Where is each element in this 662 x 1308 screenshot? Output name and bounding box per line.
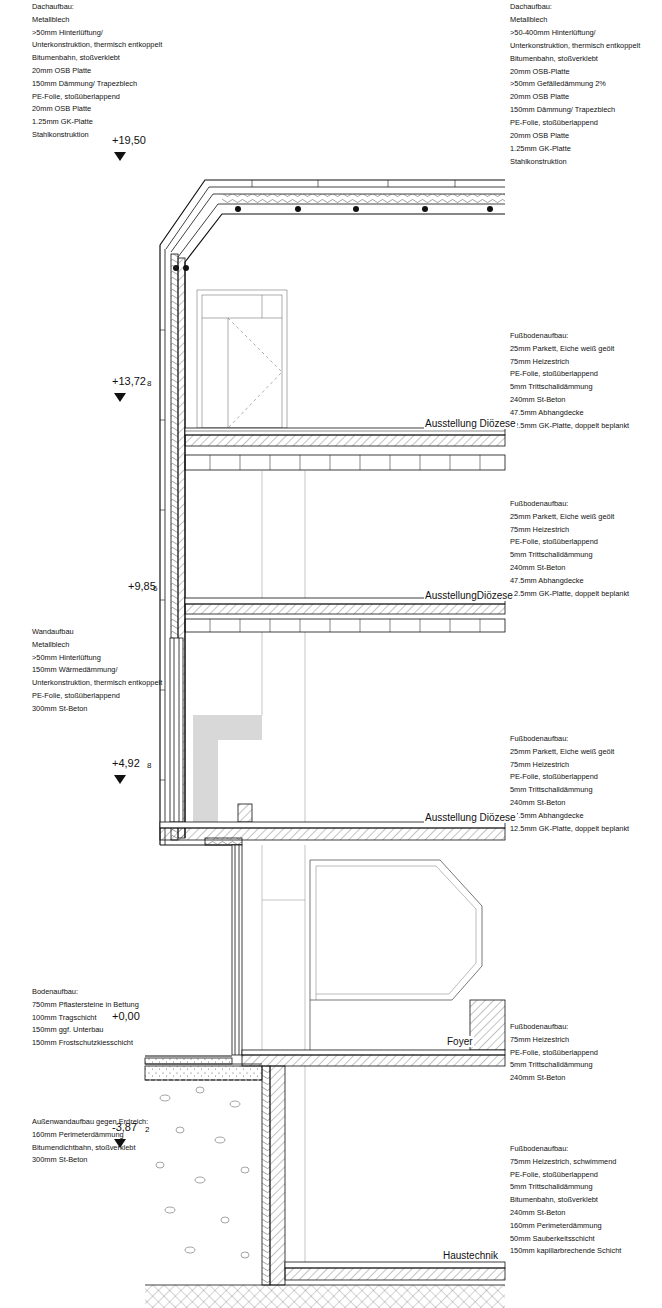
room-name: Foyer xyxy=(446,1036,474,1047)
note-text: PE-Folie, stoßüberlappend xyxy=(510,370,598,378)
room-name: Haustechnik xyxy=(442,1250,499,1261)
note-text: Dachaufbau: xyxy=(510,3,552,11)
note-text: 150mm Dämmung/ Trapezblech xyxy=(510,106,615,114)
note-text: 20mm OSB-Platte xyxy=(510,68,570,76)
level-mark: +19,50 xyxy=(112,134,146,146)
note-text: 75mm Heizestrich xyxy=(510,1036,569,1044)
note-text: Bitumenbahn, stoßverklebt xyxy=(32,54,120,62)
note-text: 5mm Trittschalldämmung xyxy=(510,383,593,391)
note-text: 300mm St-Beton xyxy=(32,705,87,713)
note-text: 20mm OSB Platte xyxy=(510,93,569,101)
note-text: PE-Folie, stoßüberlappend xyxy=(510,1049,598,1057)
note-text: 47.5mm Abhangdecke xyxy=(510,812,584,820)
level-mark: 2 xyxy=(145,1126,149,1135)
note-text: Stahlkonstruktion xyxy=(510,158,567,166)
room-name: Ausstellung Diözese xyxy=(424,812,517,823)
level-mark: +0,00 xyxy=(112,1010,140,1022)
note-text: Fußbodenaufbau: xyxy=(510,1145,568,1153)
note-text: Metallblech xyxy=(510,16,547,24)
note-text: 1.25mm GK-Platte xyxy=(32,118,93,126)
note-text: Dachaufbau: xyxy=(32,3,74,11)
note-text: Stahlkonstruktion xyxy=(32,131,89,139)
note-text: 25mm Parkett, Eiche weiß geölt xyxy=(510,513,614,521)
note-text: 20mm OSB Platte xyxy=(32,105,91,113)
note-text: 5mm Trittschalldämmung xyxy=(510,1061,593,1069)
level-mark: +13,72 xyxy=(112,375,146,387)
room-name: AusstellungDiözese xyxy=(424,590,514,601)
note-text: 12.5mm GK-Platte, doppelt beplankt xyxy=(510,590,629,598)
note-text: Metallblech xyxy=(32,16,69,24)
note-text: 5mm Trittschalldämmung xyxy=(510,1183,593,1191)
level-mark: +4,92 xyxy=(112,757,140,769)
note-text: 20mm OSB Platte xyxy=(32,67,91,75)
level-mark: +9,85 xyxy=(128,580,156,592)
note-text: 25mm Parkett, Eiche weiß geölt xyxy=(510,345,614,353)
note-text: PE-Folie, stoßüberlappend xyxy=(510,773,598,781)
room-name: Ausstellung Diözese xyxy=(424,418,517,429)
level-mark: 6 xyxy=(153,585,157,594)
note-text: Bitumenbahn, stoßverklebt xyxy=(510,1196,598,1204)
note-text: PE-Folie, stoßüberlappend xyxy=(510,538,598,546)
note-text: Unterkonstruktion, thermisch entkoppelt xyxy=(32,679,162,687)
note-text: Unterkonstruktion, thermisch entkoppelt xyxy=(510,42,640,50)
note-text: 150mm Wärmedämmung/ xyxy=(32,666,117,674)
note-text: 75mm Heizestrich xyxy=(510,358,569,366)
note-text: 5mm Trittschalldämmung xyxy=(510,786,593,794)
note-text: 240mm St-Beton xyxy=(510,1209,565,1217)
note-text: 240mm St-Beton xyxy=(510,799,565,807)
level-mark: 8 xyxy=(147,762,151,771)
note-text: 150mm Dämmung/ Trapezblech xyxy=(32,80,137,88)
note-text: Metallblech xyxy=(32,641,69,649)
level-mark: -3,87 xyxy=(112,1121,137,1133)
note-text: 240mm St-Beton xyxy=(510,396,565,404)
note-text: >50mm Hinterlüftung xyxy=(32,654,101,662)
note-text: 25mm Parkett, Eiche weiß geölt xyxy=(510,748,614,756)
note-text: 12.5mm GK-Platte, doppelt beplankt xyxy=(510,825,629,833)
note-text: PE-Folie, stoßüberlappend xyxy=(32,692,120,700)
note-text: >50mm Hinterlüftung/ xyxy=(32,29,103,37)
note-text: PE-Folie, stoßüberlappend xyxy=(510,1171,598,1179)
note-text: 75mm Heizestrich xyxy=(510,761,569,769)
note-text: 47.5mm Abhangdecke xyxy=(510,409,584,417)
note-text: 150mm Frostschutzkiesschicht xyxy=(32,1039,133,1047)
note-text: PE-Folie, stoßüberlappend xyxy=(32,93,120,101)
note-text: 160mm Perimeterdämmung xyxy=(32,1131,124,1139)
note-text: 160mm Perimeterdämmung xyxy=(510,1222,602,1230)
note-text: 20mm OSB Platte xyxy=(510,132,569,140)
note-text: PE-Folie, stoßüberlappend xyxy=(510,119,598,127)
level-mark: 8 xyxy=(147,380,151,389)
note-text: Fußbodenaufbau: xyxy=(510,332,568,340)
note-text: 750mm Pflastersteine in Bettung xyxy=(32,1001,139,1009)
note-text: 5mm Trittschalldämmung xyxy=(510,551,593,559)
note-text: Bitumenbahn, stoßverklebt xyxy=(510,55,598,63)
note-text: >50mm Gefälledämmung 2% xyxy=(510,80,606,88)
note-text: 75mm Heizestrich xyxy=(510,526,569,534)
note-text: 47.5mm Abhangdecke xyxy=(510,577,584,585)
note-text: Bodenaufbau: xyxy=(32,988,78,996)
note-text: Unterkonstruktion, thermisch entkoppelt xyxy=(32,41,162,49)
note-text: 1.25mm GK-Platte xyxy=(510,145,571,153)
note-text: Bitumendichtbahn, stoßverklebt xyxy=(32,1144,136,1152)
note-text: Fußbodenaufbau: xyxy=(510,500,568,508)
note-text: 300mm St-Beton xyxy=(32,1156,87,1164)
note-text: 150mm ggf. Unterbau xyxy=(32,1026,103,1034)
note-text: >50-400mm Hinterlüftung/ xyxy=(510,29,596,37)
note-text: Wandaufbau xyxy=(32,628,74,636)
note-text: Fußbodenaufbau: xyxy=(510,735,568,743)
note-text: 12.5mm GK-Platte, doppelt beplankt xyxy=(510,422,629,430)
note-text: 150mm kapillarbrechende Schicht xyxy=(510,1247,621,1255)
note-text: 100mm Tragschicht xyxy=(32,1014,97,1022)
note-text: 75mm Heizestrich, schwimmend xyxy=(510,1158,616,1166)
note-text: 50mm Sauberkeitsschicht xyxy=(510,1235,595,1243)
note-text: 240mm St-Beton xyxy=(510,564,565,572)
note-text: 240mm St-Beton xyxy=(510,1074,565,1082)
note-text: Fußbodenaufbau: xyxy=(510,1023,568,1031)
